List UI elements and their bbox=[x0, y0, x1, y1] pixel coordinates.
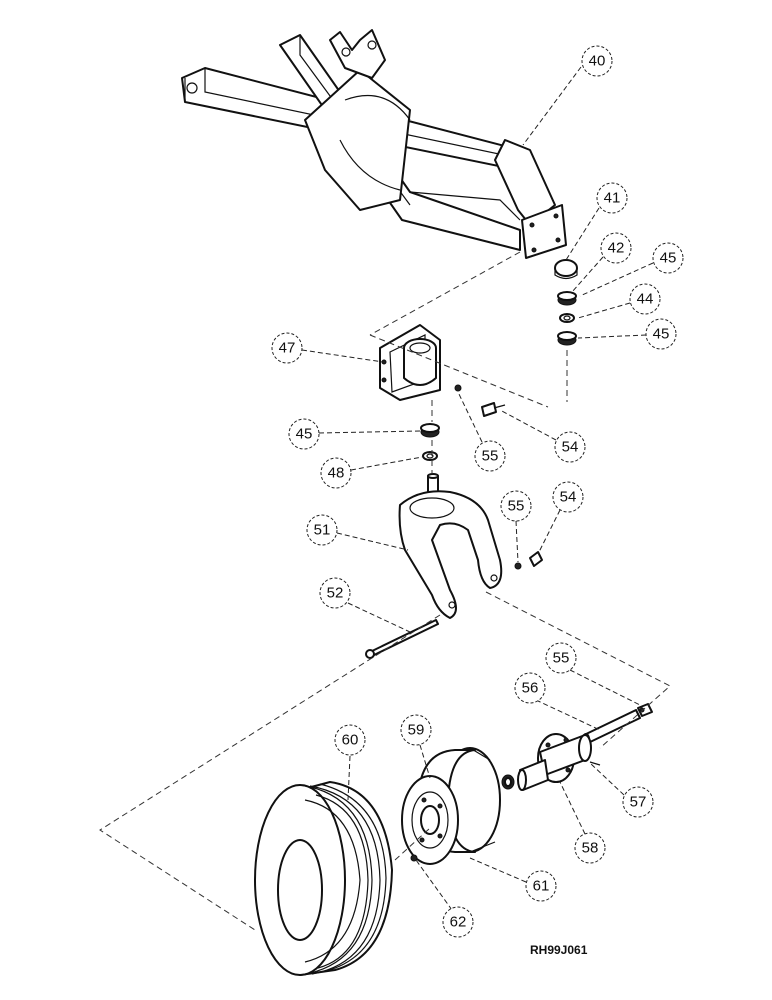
callout-57: 57 bbox=[589, 762, 654, 818]
callout-53a: 55 bbox=[457, 391, 506, 472]
svg-text:61: 61 bbox=[533, 878, 550, 895]
drawing-reference: RH99J061 bbox=[530, 943, 588, 957]
callout-54b: 54 bbox=[537, 481, 584, 555]
callout-53b: 55 bbox=[500, 490, 532, 563]
assembly-lines bbox=[99, 251, 671, 931]
svg-text:54: 54 bbox=[560, 489, 577, 506]
svg-text:51: 51 bbox=[314, 522, 331, 539]
frame-part bbox=[181, 29, 567, 259]
svg-text:62: 62 bbox=[450, 914, 467, 931]
svg-text:60: 60 bbox=[342, 732, 359, 749]
svg-text:45: 45 bbox=[653, 326, 670, 343]
svg-text:54: 54 bbox=[562, 439, 579, 456]
svg-text:47: 47 bbox=[279, 340, 296, 357]
callout-40: 40 bbox=[522, 45, 613, 146]
svg-text:55: 55 bbox=[508, 498, 525, 515]
callout-47: 47 bbox=[271, 332, 384, 364]
svg-text:44: 44 bbox=[637, 291, 654, 308]
callout-59: 59 bbox=[400, 714, 432, 779]
callout-44: 44 bbox=[577, 283, 661, 319]
callout-43: 45 bbox=[579, 242, 684, 297]
callout-52: 52 bbox=[319, 577, 411, 633]
wheel-rim bbox=[401, 747, 501, 865]
caster-fork bbox=[398, 473, 503, 619]
callout-51: 51 bbox=[306, 514, 409, 551]
callout-60: 60 bbox=[334, 724, 366, 801]
svg-text:40: 40 bbox=[589, 53, 606, 70]
callout-41: 41 bbox=[565, 182, 628, 261]
swivel-housing bbox=[379, 324, 441, 401]
callout-62: 62 bbox=[415, 859, 474, 938]
svg-text:58: 58 bbox=[582, 840, 599, 857]
housing-hardware bbox=[420, 384, 506, 461]
hub-assembly bbox=[501, 733, 601, 791]
svg-text:57: 57 bbox=[630, 794, 647, 811]
svg-text:45: 45 bbox=[296, 426, 313, 443]
spindle bbox=[582, 703, 653, 745]
svg-text:55: 55 bbox=[553, 650, 570, 667]
callout-61: 61 bbox=[469, 857, 557, 902]
bearing-stack bbox=[554, 259, 578, 346]
svg-text:45: 45 bbox=[660, 250, 677, 267]
callouts: 40 41 42 45 44 45 47 bbox=[271, 45, 684, 938]
callout-48: 48 bbox=[320, 456, 423, 489]
svg-text:55: 55 bbox=[482, 448, 499, 465]
svg-text:52: 52 bbox=[327, 585, 344, 602]
callout-45b: 45 bbox=[288, 418, 421, 450]
svg-text:48: 48 bbox=[328, 465, 345, 482]
svg-text:42: 42 bbox=[608, 240, 625, 257]
svg-text:41: 41 bbox=[604, 190, 621, 207]
callout-45a: 45 bbox=[577, 318, 677, 350]
fork-hardware bbox=[514, 551, 543, 570]
callout-58: 58 bbox=[559, 781, 606, 864]
svg-text:56: 56 bbox=[522, 680, 539, 697]
svg-text:59: 59 bbox=[408, 722, 425, 739]
callout-56: 56 bbox=[514, 672, 601, 731]
callout-55: 55 bbox=[545, 642, 641, 706]
callout-42: 42 bbox=[571, 232, 632, 293]
tire bbox=[254, 781, 393, 976]
callout-54a: 54 bbox=[499, 409, 586, 463]
